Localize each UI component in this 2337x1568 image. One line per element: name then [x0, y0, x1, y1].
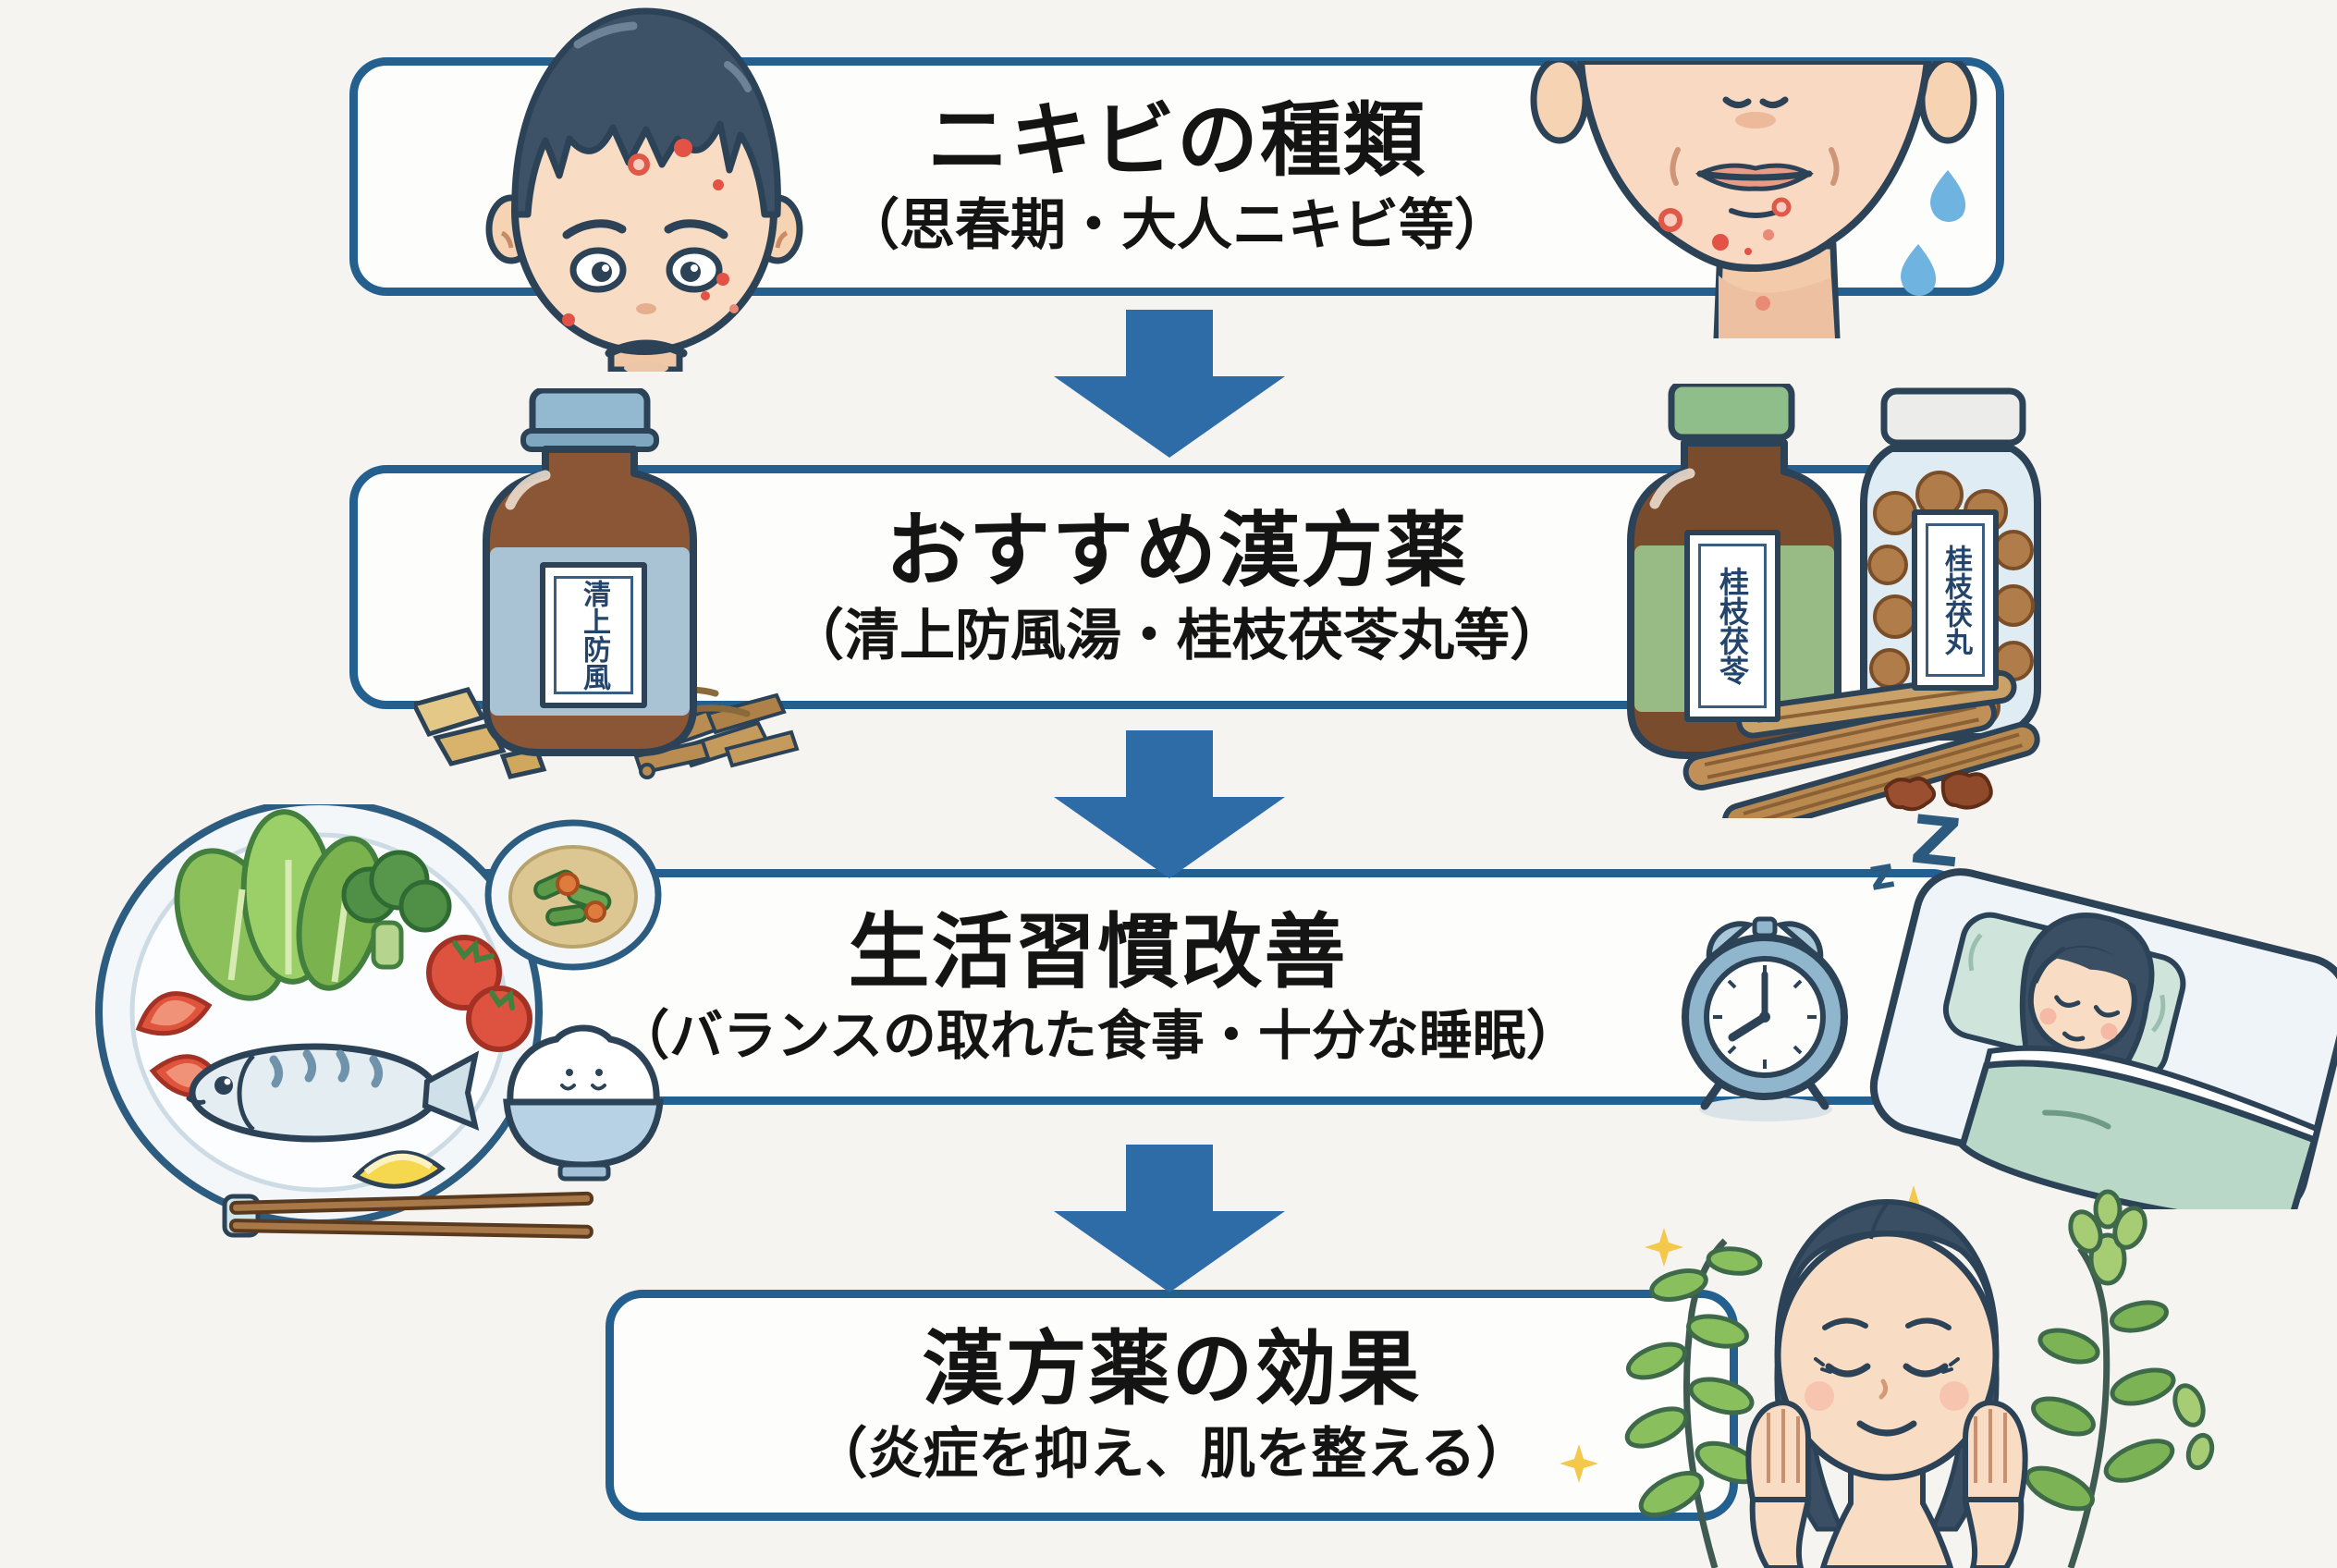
- healthy-skin-woman-illustration: [1553, 1174, 2228, 1568]
- label-inner-border: [1690, 535, 1775, 717]
- label-inner-border: [1917, 515, 1993, 685]
- green-bottle-label: 桂枝茯苓: [1684, 530, 1780, 722]
- healthy-skin-drawing: [1560, 1185, 2215, 1568]
- seijobofuto-bottle-illustration: 清上防風: [410, 386, 802, 786]
- brown-bottle-label-text: 清上防風: [578, 580, 610, 691]
- green-bottle-label-text: 桂枝茯苓: [1715, 567, 1750, 685]
- step-1-title: ニキビの種類: [926, 92, 1426, 189]
- sleep-z-large: Z: [1907, 800, 1964, 883]
- flow-step-4-box: 漢方薬の効果 （炎症を抑え、肌を整える）: [606, 1290, 1738, 1521]
- chin-acne-drawing: [1530, 55, 1977, 342]
- step-2-title: おすすめ漢方薬: [885, 503, 1468, 599]
- clear-jar-label: 桂枝茯丸: [1912, 509, 1999, 691]
- teen-acne-face-drawing: [485, 7, 803, 374]
- step-3-title: 生活習慣改善: [848, 903, 1348, 999]
- sleep-scene-drawing: [1682, 868, 2337, 1231]
- step-4-title: 漢方薬の効果: [922, 1321, 1422, 1417]
- sleep-scene-illustration: z Z: [1673, 801, 2337, 1231]
- adult-chin-acne-illustration: [1530, 55, 1992, 342]
- down-arrow-icon: [1054, 730, 1285, 878]
- teen-acne-face-illustration: [458, 0, 818, 374]
- down-arrow-icon: [1054, 310, 1285, 458]
- keishibukuryogan-bottles-illustration: 桂枝茯苓 桂枝茯丸: [1618, 380, 2080, 839]
- clear-jar-label-text: 桂枝茯丸: [1939, 545, 1972, 655]
- step-1-subtitle: （思春期・大人ニキビ等）: [844, 192, 1510, 258]
- step-2-subtitle: （清上防風湯・桂枝茯苓丸等）: [789, 603, 1565, 668]
- meal-drawing: [95, 798, 664, 1239]
- step-3-subtitle: （バランスの取れた食事・十分な睡眠）: [616, 1004, 1580, 1068]
- down-arrow-icon: [1054, 1145, 1285, 1292]
- label-inner-border: [545, 568, 642, 703]
- step-4-subtitle: （炎症を抑え、肌を整える）: [812, 1421, 1532, 1487]
- balanced-meal-illustration: [92, 798, 684, 1239]
- brown-bottle-label: 清上防風: [540, 562, 647, 708]
